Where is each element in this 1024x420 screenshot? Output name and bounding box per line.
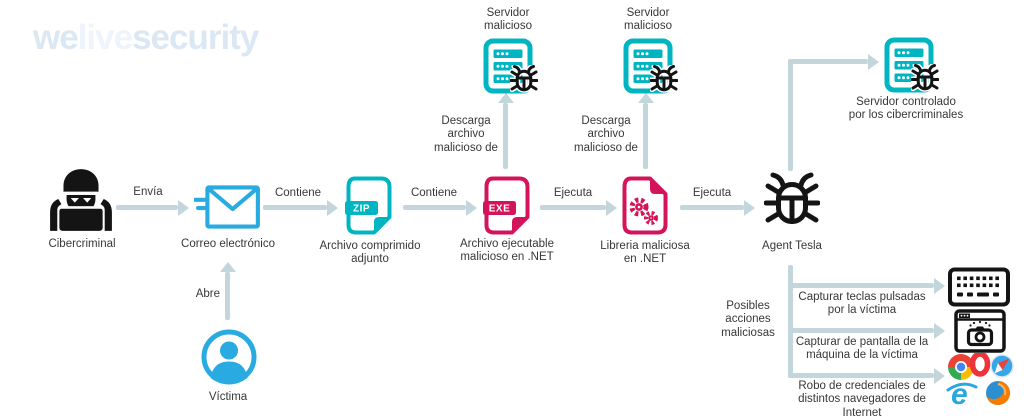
cibercriminal-label: Cibercriminal — [48, 238, 116, 250]
connector-agent-to-server — [788, 61, 793, 171]
bug-icon — [911, 64, 939, 93]
logo-security: security — [132, 18, 259, 57]
servidor-malicioso-1-label: Servidor malicioso — [484, 7, 532, 33]
arrow-abre — [225, 272, 230, 320]
arrow-ejecuta-1 — [540, 205, 606, 210]
descarga-1-label: Descarga archivo malicioso de — [434, 115, 498, 154]
exe-badge: EXE — [489, 204, 511, 215]
bug-icon — [510, 65, 538, 94]
arrow-ejecuta-2 — [680, 205, 744, 210]
ejecuta-1-label: Ejecuta — [553, 187, 593, 199]
logo-live: live — [77, 18, 133, 57]
correo-label: Correo electrónico — [181, 238, 275, 250]
chrome-logo — [948, 354, 974, 380]
servidor-malicioso-2-label: Servidor malicioso — [624, 7, 672, 33]
library-file-icon — [620, 176, 670, 237]
servidor-controlado-label: Servidor controlado por los cibercrimina… — [848, 96, 964, 122]
descarga-2-label: Descarga archivo malicioso de — [574, 115, 638, 154]
safari-logo — [990, 354, 1014, 378]
welivesecurity-logo: welivesecurity — [33, 18, 259, 58]
bug-icon — [764, 172, 820, 230]
arrow-action-1 — [788, 283, 934, 288]
bug-icon — [650, 65, 678, 94]
screenshot-icon — [954, 309, 1006, 353]
arrow-envia — [116, 205, 178, 210]
ejecuta-2-label: Ejecuta — [692, 187, 732, 199]
zip-label: Archivo comprimido adjunto — [319, 240, 421, 266]
arrow-descarga-1 — [503, 103, 508, 169]
agent-tesla-label: Agent Tesla — [762, 240, 822, 252]
arrow-contiene-1 — [263, 205, 327, 210]
opera-logo — [969, 353, 991, 377]
logo-we: we — [33, 18, 79, 57]
envia-label: Envía — [133, 186, 163, 198]
zip-badge: ZIP — [353, 204, 370, 215]
connector-agent-actions — [788, 265, 793, 377]
hacker-icon — [50, 166, 112, 234]
arrow-contiene-2 — [403, 205, 466, 210]
arrow-descarga-2 — [643, 103, 648, 169]
libreria-label: Libreria maliciosa en .NET — [600, 240, 690, 266]
internet-explorer-logo: e — [946, 378, 978, 407]
posibles-acciones-label: Posibles acciones maliciosas — [721, 300, 775, 339]
email-icon — [194, 180, 262, 234]
arrow-action-3 — [788, 373, 934, 378]
firefox-logo — [986, 381, 1010, 405]
arrow-to-controlled-server — [788, 59, 868, 64]
contiene-1-label: Contiene — [274, 187, 322, 199]
action-1-label: Capturar teclas pulsadas por la víctima — [798, 291, 926, 317]
svg-text:e: e — [951, 378, 968, 407]
exe-file-icon: EXE — [482, 176, 532, 237]
browsers-icon: e — [945, 353, 1017, 407]
zip-file-icon: ZIP — [344, 176, 394, 237]
exe-label: Archivo ejecutable malicioso en .NET — [460, 238, 554, 264]
action-3-label: Robo de credenciales de distintos navega… — [798, 380, 926, 419]
contiene-2-label: Contiene — [410, 187, 458, 199]
keyboard-icon — [948, 267, 1010, 307]
victima-label: Víctima — [208, 391, 248, 403]
action-2-label: Capturar de pantalla de la máquina de la… — [795, 336, 929, 362]
arrow-action-2 — [788, 328, 934, 333]
abre-label: Abre — [195, 288, 220, 300]
victim-icon — [201, 329, 257, 385]
